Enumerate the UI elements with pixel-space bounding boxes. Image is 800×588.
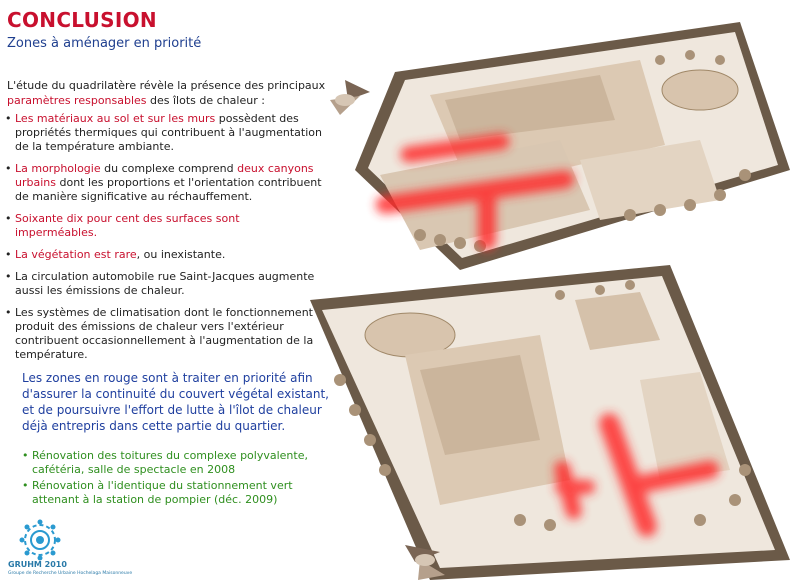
page-title: CONCLUSION [7,8,157,32]
finding-item: •Soixante dix pour cent des surfaces son… [5,212,240,239]
finding-text: dont les proportions et l'orientation co… [15,176,322,203]
bottom-block-map [310,265,790,580]
intro-highlight: paramètres responsables [7,93,147,107]
finding-item: •La végétation est rare, ou inexistante. [5,248,226,261]
gruhm-logo-icon [19,519,61,561]
findings-list: •Les matériaux au sol et sur les murs po… [5,112,325,370]
compass-icon [330,80,370,115]
top-block-map [355,22,790,270]
finding-item: •La morphologie du complexe comprend deu… [5,162,322,203]
finding-highlight: La végétation est rare [15,248,137,261]
finding-highlight: Soixante dix pour cent des surfaces sont… [15,212,240,239]
actions-list: •Rénovation des toitures du complexe pol… [22,449,342,509]
action-text: Rénovation à l'identique du stationnemen… [32,479,293,506]
summary-text: Les zones en rouge sont à traiter en pri… [22,371,329,433]
finding-text: , ou inexistante. [136,248,226,261]
action-text: Rénovation des toitures du complexe poly… [32,449,308,476]
finding-highlight-2: deux canyons urbains [15,162,314,189]
finding-item: •La circulation automobile rue Saint-Jac… [5,270,315,297]
finding-item: •Les matériaux au sol et sur les murs po… [5,112,322,153]
action-item: •Rénovation des toitures du complexe pol… [22,449,308,476]
logo-name: GRUHM 2010 [8,560,67,569]
compass-icon-bottom [405,545,445,580]
finding-text: La circulation automobile rue Saint-Jacq… [15,270,315,297]
finding-text: du complexe comprend [100,162,238,175]
page-subtitle: Zones à aménager en priorité [7,36,202,51]
intro-text: L'étude du quadrilatère révèle la présen… [7,79,327,108]
finding-highlight: Les matériaux au sol et sur les murs [15,112,216,125]
action-item: •Rénovation à l'identique du stationneme… [22,479,293,506]
finding-highlight: La morphologie [15,162,101,175]
finding-item: •Les systèmes de climatisation dont le f… [5,306,314,361]
finding-text: possèdent des propriétés thermiques qui … [15,112,322,153]
intro-line1: L'étude du quadrilatère révèle la présen… [7,79,326,92]
logo-tagline: Groupe de Recherche Urbaine Hochelaga Ma… [8,571,133,576]
intro-line2: des îlots de chaleur : [146,93,265,107]
finding-text: Les systèmes de climatisation dont le fo… [15,306,314,361]
